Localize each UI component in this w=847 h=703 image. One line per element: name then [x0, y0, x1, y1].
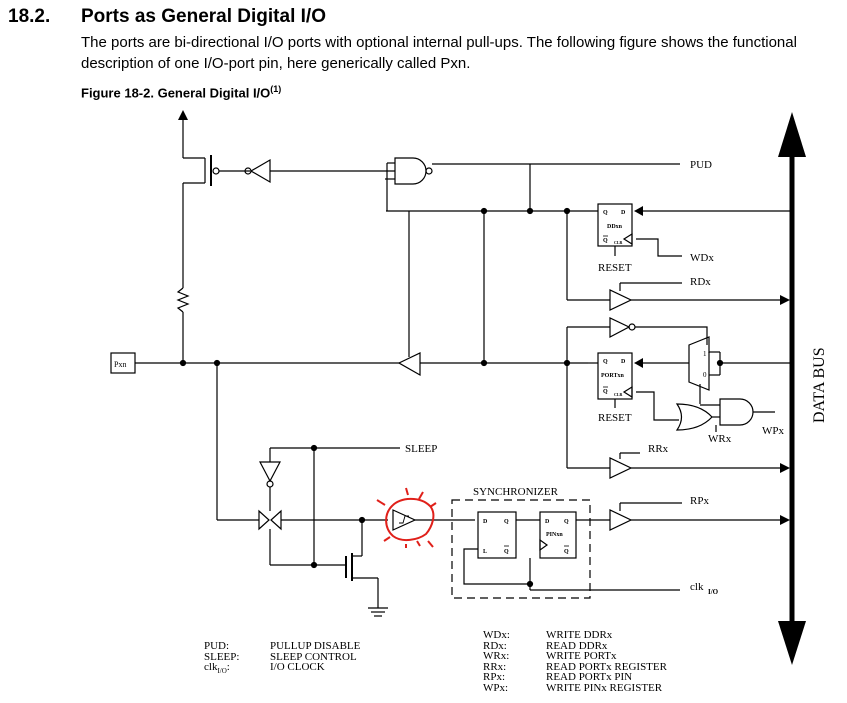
portxn-q-label: Q	[603, 359, 608, 365]
ddxn-reset-label: RESET	[598, 262, 632, 274]
rrx-label: RRx	[648, 443, 669, 455]
ddxn-name-label: DDxn	[607, 224, 623, 230]
portxn-qbar-label: Q	[603, 389, 608, 395]
legend-right-value: WRITE PORTx	[546, 650, 617, 662]
mux-input-1-label: 1	[703, 350, 707, 358]
legend-right-key: RPx:	[483, 671, 506, 683]
legend-right-values: WRITE DDRx READ DDRx WRITE PORTx READ PO…	[546, 630, 667, 693]
synchronizer-label: SYNCHRONIZER	[473, 486, 559, 498]
legend-right-key: WRx:	[483, 650, 510, 662]
pinxn-qbar-label: Q	[564, 549, 569, 555]
data-bus-label: DATA BUS	[811, 347, 828, 423]
portxn-d-label: D	[621, 359, 626, 365]
output-driver-buffer	[397, 207, 588, 377]
sync-qbar-label: Q	[504, 549, 509, 555]
figure-caption: Figure 18-2. General Digital I/O(1)	[81, 84, 281, 100]
wrx-label: WRx	[708, 433, 732, 445]
legend-left-clk-subscript: I/O	[217, 667, 227, 676]
figure-footnote-marker: (1)	[270, 84, 282, 94]
sync-d-label: D	[483, 519, 488, 525]
legend-left-key: clkI/O:	[204, 662, 239, 677]
ddxn-qbar-label: Q	[603, 238, 608, 244]
rdx-label: RDx	[690, 276, 711, 288]
pinxn-q-label: Q	[564, 519, 569, 525]
legend-left-clk-colon: :	[226, 661, 230, 673]
legend-right-key: WDx:	[483, 629, 510, 641]
pud-label: PUD	[690, 159, 712, 171]
sleep-inverter	[259, 461, 281, 488]
legend-right-value: WRITE PINx REGISTER	[546, 681, 663, 694]
pinxn-d-label: D	[545, 519, 550, 525]
schmitt-trigger-buffer	[392, 509, 475, 531]
section-intro-paragraph: The ports are bi-directional I/O ports w…	[81, 34, 797, 72]
legend-left-key: PUD:	[204, 640, 230, 652]
figure-caption-text: Figure 18-2. General Digital I/O	[81, 85, 271, 101]
ddxn-q-label: Q	[603, 210, 608, 216]
sync-latch	[477, 511, 517, 559]
legend-right-key: WPx:	[483, 681, 509, 694]
legend-left-keys: PUD: SLEEP: clkI/O:	[204, 641, 239, 677]
sleep-label: SLEEP	[405, 443, 437, 455]
wpx-label: WPx	[762, 425, 785, 437]
pullup-nand-gate	[385, 157, 680, 185]
portxn-reset-label: RESET	[598, 412, 632, 424]
legend-right-value: READ DDRx	[546, 639, 608, 652]
portxn-clk-label: CLR	[614, 392, 623, 397]
transmission-gate	[258, 509, 282, 531]
sync-l-label: L	[483, 549, 487, 555]
pullup-inverter	[244, 158, 395, 184]
sync-q-label: Q	[504, 519, 509, 525]
highlight-annotation	[376, 487, 437, 548]
ground-symbol	[368, 607, 388, 617]
mux-input-0-label: 0	[703, 371, 707, 379]
pullup-resistor	[176, 183, 190, 363]
legend-left-value: PULLUP DISABLE	[270, 640, 361, 652]
data-bus	[778, 112, 806, 665]
wdx-label: WDx	[690, 252, 714, 264]
pinxn-latch	[539, 511, 577, 559]
legend-right-value: READ PORTx REGISTER	[546, 660, 667, 673]
multiplexer	[688, 336, 710, 391]
legend-right-value: READ PORTx PIN	[546, 671, 633, 683]
pxn-pin-label: Pxn	[114, 360, 126, 369]
clk-label: clk	[690, 581, 704, 593]
section-number: 18.2.	[8, 6, 51, 27]
sleep-pulldown-transistor	[345, 520, 379, 608]
legend-left-value: I/O CLOCK	[270, 661, 325, 673]
clk-subscript: I/O	[708, 588, 719, 596]
legend-right-key: RRx:	[483, 660, 507, 673]
portxn-name-label: PORTxn	[601, 373, 624, 379]
ddxn-d-label: D	[621, 210, 626, 216]
legend-right-value: WRITE DDRx	[546, 629, 613, 641]
or-gate	[675, 403, 713, 431]
ddxn-clk-label: CLR	[614, 240, 623, 245]
legend-right-keys: WDx: RDx: WRx: RRx: RPx: WPx:	[483, 630, 510, 693]
and-gate	[719, 398, 754, 426]
legend-left-clk-key: clk	[204, 661, 218, 673]
section-title: Ports as General Digital I/O	[81, 6, 326, 27]
legend-left-key: SLEEP:	[204, 650, 240, 663]
legend-left-value: SLEEP CONTROL	[270, 650, 357, 663]
pullup-transistor	[178, 110, 250, 186]
legend-right-key: RDx:	[483, 639, 507, 652]
pinxn-name-label: PINxn	[546, 532, 563, 538]
rpx-label: RPx	[690, 495, 709, 507]
legend-left-values: PULLUP DISABLE SLEEP CONTROL I/O CLOCK	[270, 641, 360, 673]
synchronizer-box	[451, 499, 591, 599]
